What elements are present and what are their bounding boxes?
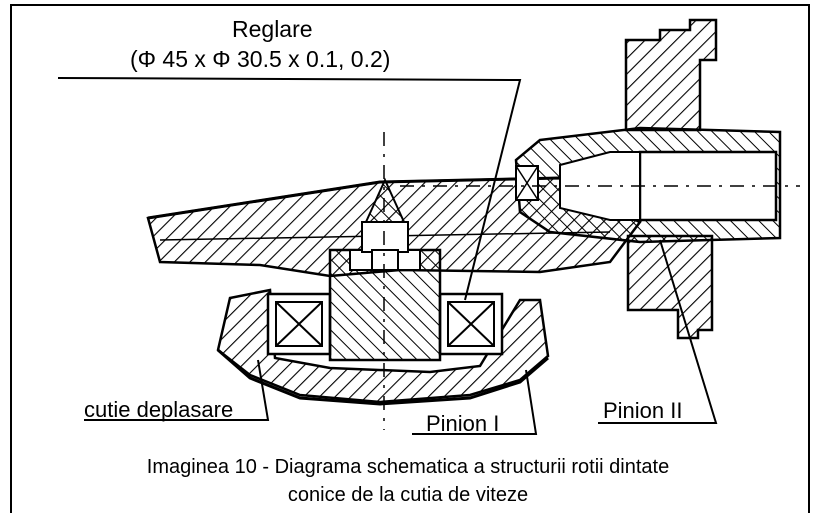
caption-line-1: Imaginea 10 - Diagrama schematica a stru…	[146, 456, 670, 478]
pinion1-leader	[412, 369, 538, 435]
reglare-dimensions-label: (Φ 45 x Φ 30.5 x 0.1, 0.2)	[130, 46, 391, 72]
left-bearing	[266, 292, 332, 356]
leader-lines	[57, 77, 718, 435]
pinion2-label: Pinion II	[603, 398, 683, 423]
right-bearing	[438, 292, 504, 356]
pinion1-label: Pinion I	[426, 411, 500, 436]
pinion2-leader	[598, 239, 718, 424]
caption-line-2: conice de la cutia de viteze	[287, 484, 529, 506]
reglare-label: Reglare	[232, 16, 313, 42]
figure-frame	[10, 4, 810, 513]
pinion1-shaft	[328, 177, 442, 362]
cutie-leader	[84, 359, 270, 421]
shift-housing	[216, 288, 550, 406]
pinion2-assembly	[514, 18, 782, 340]
reglare-leader	[57, 77, 522, 301]
cutie-deplasare-label: cutie deplasare	[84, 397, 234, 422]
